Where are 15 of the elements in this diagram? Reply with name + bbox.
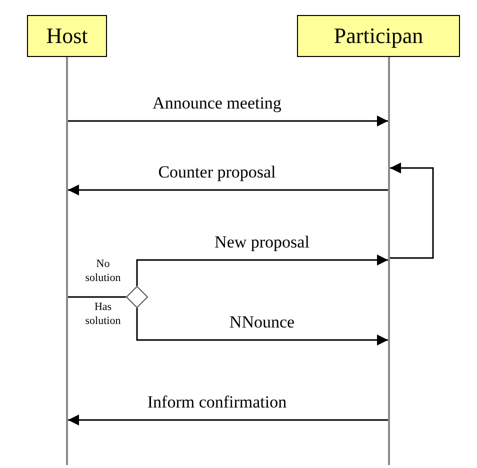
lifeline: [388, 57, 390, 465]
message-arrow: [68, 414, 388, 426]
decision-diamond: [126, 286, 148, 308]
message-label: New proposal: [212, 233, 312, 252]
lifeline-header: Host: [27, 15, 107, 57]
message-label: Counter proposal: [156, 163, 278, 182]
message-arrow: [68, 184, 388, 196]
message-label: Announce meeting: [150, 94, 284, 113]
lifeline: [66, 57, 68, 465]
lifeline-header: Participan: [297, 15, 460, 57]
message-arrow: [136, 254, 388, 286]
message-arrow: [68, 116, 388, 126]
connector-line: [68, 296, 126, 298]
message-arrow: [390, 162, 434, 259]
message-arrow: [136, 308, 388, 346]
